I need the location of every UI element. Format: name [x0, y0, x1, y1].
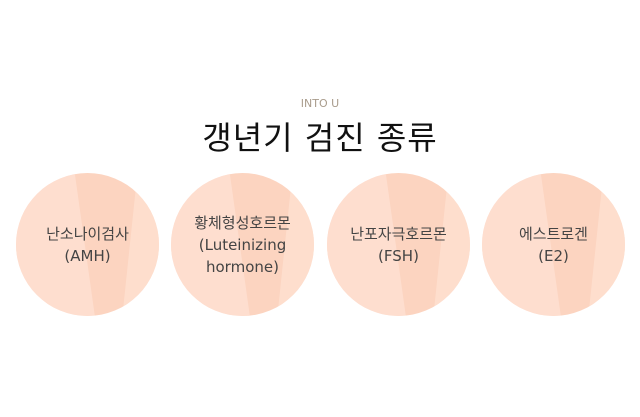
exam-label: 에스트로겐 (E2) [518, 224, 588, 265]
exam-label: 난포자극호르몬 (FSH) [350, 224, 447, 265]
exam-card-amh[interactable]: 난소나이검사 (AMH) [16, 173, 159, 316]
exam-label: 황체형성호르몬 (Luteinizing hormone) [194, 213, 291, 276]
page-title: 갱년기 검진 종류 [202, 119, 438, 157]
section-subtitle: INTO U [300, 97, 340, 110]
exam-card-e2[interactable]: 에스트로겐 (E2) [482, 173, 625, 316]
exam-card-fsh[interactable]: 난포자극호르몬 (FSH) [327, 173, 470, 316]
exam-card-lh[interactable]: 황체형성호르몬 (Luteinizing hormone) [171, 173, 314, 316]
exam-label: 난소나이검사 (AMH) [46, 224, 129, 265]
